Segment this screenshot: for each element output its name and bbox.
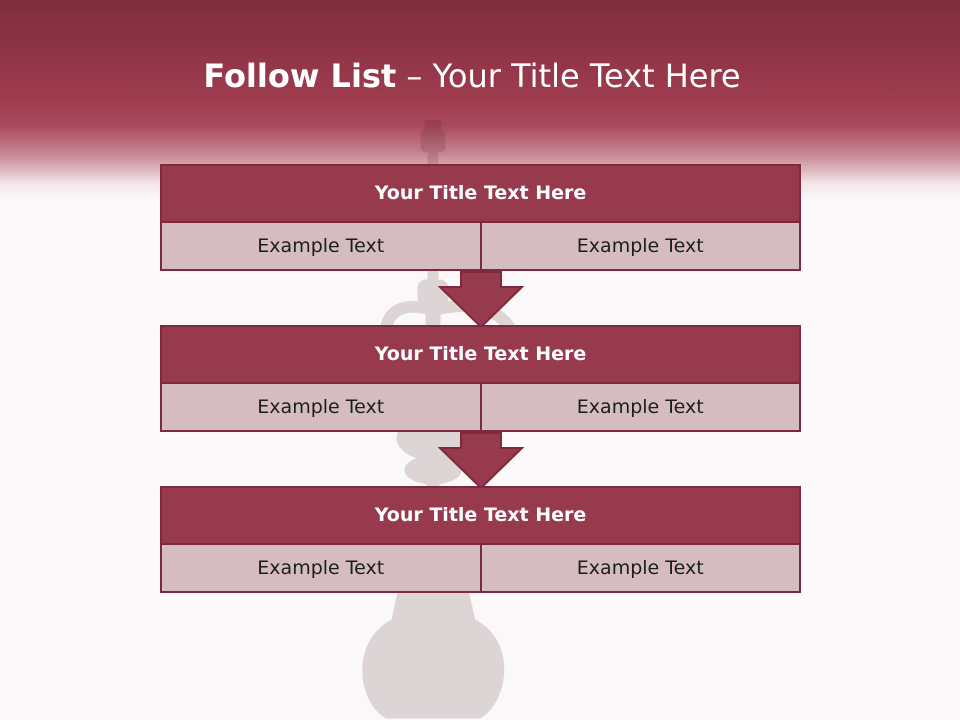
slide-title-bold: Follow List — [203, 57, 397, 95]
step-title: Your Title Text Here — [162, 327, 799, 382]
step-card-1: Your Title Text Here Example Text Exampl… — [160, 164, 801, 271]
step-card-2: Your Title Text Here Example Text Exampl… — [160, 325, 801, 432]
step-text-left: Example Text — [162, 223, 480, 269]
step-title: Your Title Text Here — [162, 488, 799, 543]
slide-title: Follow List – Your Title Text Here — [0, 54, 944, 98]
step-card-3: Your Title Text Here Example Text Exampl… — [160, 486, 801, 593]
step-text-left: Example Text — [162, 384, 480, 430]
step-text-right: Example Text — [481, 223, 799, 269]
step-text-right: Example Text — [481, 545, 799, 591]
down-arrow-icon — [438, 271, 524, 329]
step-title: Your Title Text Here — [162, 166, 799, 221]
step-text-right: Example Text — [481, 384, 799, 430]
down-arrow-icon — [438, 432, 524, 490]
slide-title-rest: – Your Title Text Here — [396, 57, 741, 95]
step-text-left: Example Text — [162, 545, 480, 591]
